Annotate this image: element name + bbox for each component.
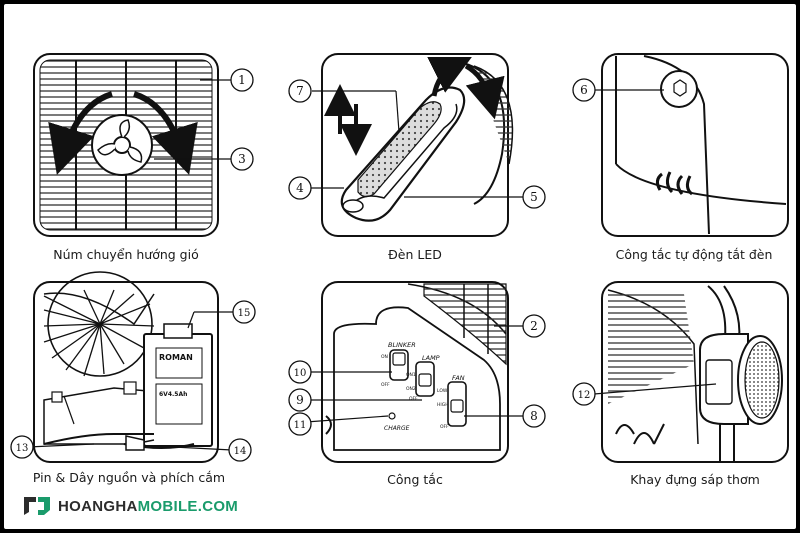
- panel-scent-tray: [593, 281, 789, 463]
- brand-logo-icon: [24, 497, 50, 515]
- label-on2: ON2: [406, 386, 416, 392]
- label-off-fan: OFF: [440, 424, 449, 430]
- label-lamp: LAMP: [422, 354, 440, 362]
- panel-switches: [305, 281, 526, 463]
- callout-2: 2: [530, 319, 538, 333]
- callout-1: 1: [238, 73, 246, 87]
- caption-grille: Núm chuyển hướng gió: [53, 247, 199, 262]
- panel-auto-switch: [594, 53, 789, 237]
- callout-12: 12: [578, 390, 591, 401]
- callouts: [10, 68, 596, 462]
- callout-9: 9: [296, 393, 304, 407]
- callout-11: 11: [294, 420, 307, 431]
- callout-13: 13: [16, 443, 29, 454]
- label-high: HIGH: [437, 402, 449, 408]
- callout-7: 7: [296, 84, 304, 98]
- callout-4: 4: [296, 181, 304, 195]
- label-fan: FAN: [452, 374, 465, 382]
- brand-name: HOANGHAMOBILE.COM: [58, 498, 238, 515]
- callout-10: 10: [294, 368, 307, 379]
- label-on1: ON1: [406, 372, 416, 378]
- label-off-lamp: OFF: [409, 396, 418, 402]
- panel-grille: [33, 53, 234, 237]
- label-on: ON: [381, 354, 388, 360]
- panel-led: [306, 53, 524, 237]
- caption-scent-tray: Khay đựng sáp thơm: [630, 472, 760, 487]
- diagram-art: 1 2 3 4 5 6 7 8 9 10 11 12 13 14 15 BLIN…: [10, 53, 789, 463]
- brand-logo: HOANGHAMOBILE.COM: [22, 494, 238, 518]
- label-charge: CHARGE: [384, 425, 410, 432]
- callout-6: 6: [580, 83, 588, 97]
- callout-5: 5: [530, 190, 538, 204]
- battery-spec: 6V4.5Ah: [159, 391, 187, 398]
- panel-battery: [27, 271, 236, 463]
- caption-switches: Công tắc: [387, 472, 443, 487]
- battery-brand: ROMAN: [159, 353, 193, 362]
- brand-name-gray: HOANGHA: [58, 497, 138, 515]
- callout-15: 15: [238, 308, 251, 319]
- callout-14: 14: [234, 446, 247, 457]
- callout-3: 3: [238, 152, 246, 166]
- label-off-blinker: OFF: [381, 382, 390, 388]
- manual-sheet: 1 2 3 4 5 6 7 8 9 10 11 12 13 14 15 BLIN…: [4, 4, 796, 529]
- brand-name-color: MOBILE.COM: [137, 497, 239, 515]
- label-blinker: BLINKER: [388, 341, 416, 349]
- caption-auto-switch: Công tắc tự động tắt đèn: [615, 247, 773, 262]
- caption-battery: Pin & Dây nguồn và phích cắm: [32, 470, 226, 485]
- caption-led: Đèn LED: [388, 247, 442, 262]
- callout-8: 8: [530, 409, 538, 423]
- label-low: LOW: [437, 388, 448, 394]
